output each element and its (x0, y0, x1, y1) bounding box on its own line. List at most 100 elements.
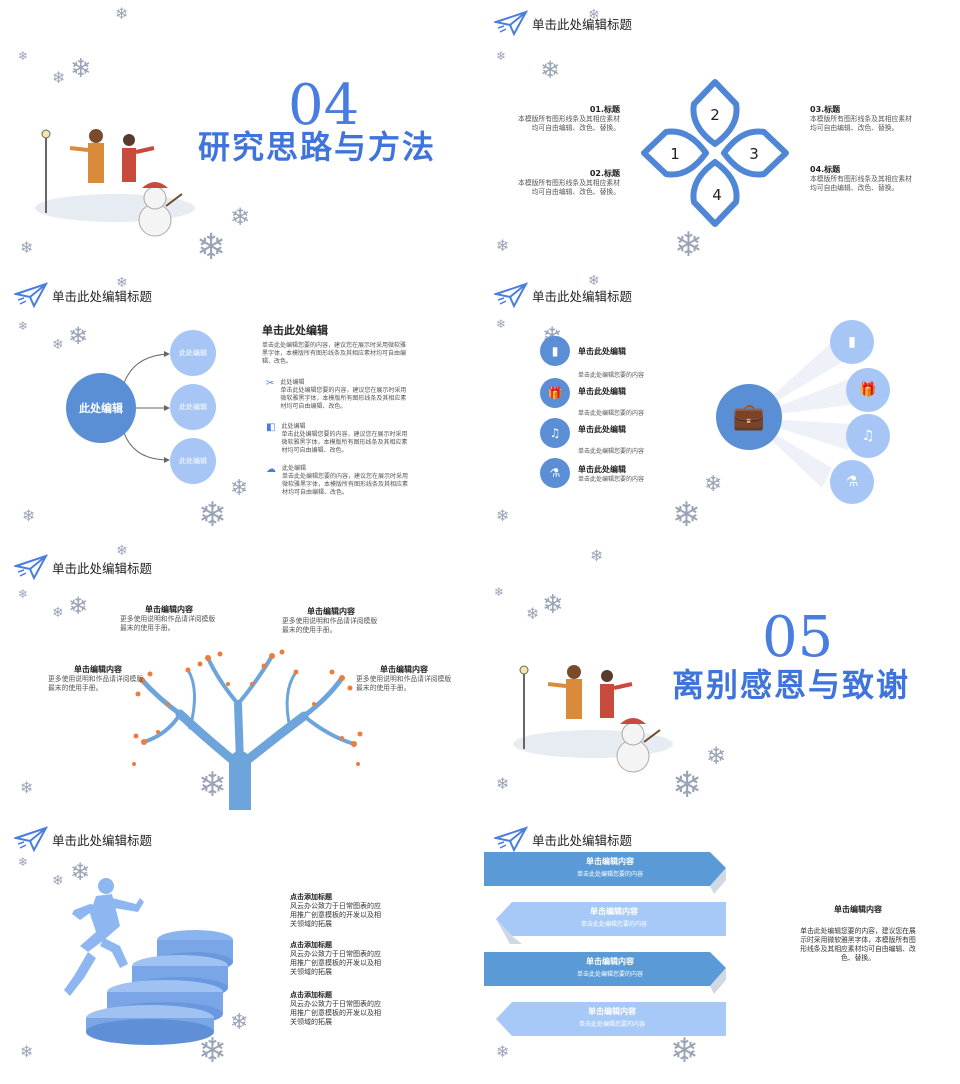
snowflake-icon: ❄ (494, 585, 505, 599)
note-title: 点击添加标题 (290, 941, 332, 949)
icon-list-item[interactable]: 单击此处编辑 单击此处编辑您要的内容 (578, 424, 698, 456)
stairs-note[interactable]: 点击添加标题 风云办公致力于日常图表的应用推广创意模板的开发以及相关领域的拓展 (290, 892, 384, 929)
petal-item[interactable]: 02.标题 本模版所有图形线条及其相应素材均可自由编辑、改色、替换。 (518, 168, 620, 197)
music-icon[interactable]: ♫ (846, 414, 890, 458)
slide-section-04[interactable]: ❄ ❄ ❄ ❄ ❄ ❄ ❄ 04 研究思路与方法 (0, 0, 474, 266)
slide-header: 单击此处编辑标题 (14, 826, 152, 852)
snowflake-icon: ❄ (68, 322, 89, 350)
snowflake-icon: ❄ (496, 506, 510, 525)
snowflake-icon: ❄ (672, 765, 703, 806)
item-title: 此处编辑 (282, 465, 307, 472)
ribbon-side-panel[interactable]: 单击编辑内容 单击此处编辑您要的内容，建议您在展示时采用微软雅黑字体，本模版所有… (798, 904, 918, 963)
tree-note[interactable]: 单击编辑内容 更多使用说明和作品请详阅模版最末的使用手册。 (48, 664, 148, 693)
briefcase-icon[interactable]: 💼 (716, 384, 782, 450)
snowflake-icon: ❄ (52, 873, 64, 889)
gift-icon[interactable]: 🎁 (846, 368, 890, 412)
petal-item-title: 02.标题 (589, 169, 620, 178)
snowflake-icon: ❄ (198, 1031, 227, 1071)
mindmap-item[interactable]: ◧ 此处编辑 单击此处编辑您要的内容，建议您在展示时采用微软雅黑字体，本模版所有… (266, 422, 410, 455)
item-title: 单击此处编辑 (578, 347, 626, 356)
item-text: 单击此处编辑您要的内容，建议您在展示时采用微软雅黑字体，本模版所有图形线条及其相… (281, 431, 408, 454)
snowflake-icon: ❄ (18, 319, 29, 333)
petal-item[interactable]: 03.标题 本模版所有图形线条及其相应素材均可自由编辑、改色、替换。 (810, 104, 914, 133)
snowflake-icon: ❄ (68, 592, 89, 620)
snowflake-icon: ❄ (496, 317, 507, 331)
mindmap-node[interactable]: 此处编辑 (170, 438, 216, 484)
slide-title[interactable]: 单击此处编辑标题 (52, 288, 153, 304)
note-title: 单击编辑内容 (307, 607, 355, 616)
ribbon-item[interactable]: 单击编辑内容 单击此处编辑您要的内容 (540, 856, 680, 878)
snowflake-icon: ❄ (542, 590, 564, 620)
slide-tree[interactable]: 单击此处编辑标题 ❄ ❄ ❄ ❄ ❄ ❄ (0, 544, 474, 810)
slide-title[interactable]: 单击此处编辑标题 (52, 560, 153, 576)
snowflake-icon: ❄ (20, 238, 34, 257)
ribbon-item[interactable]: 单击编辑内容 单击此处编辑您要的内容 (544, 906, 684, 928)
paper-plane-icon (14, 826, 48, 852)
item-title: 此处编辑 (281, 423, 306, 430)
winter-couple-illustration (513, 665, 673, 773)
petal-number-2: 2 (710, 106, 720, 124)
petal-item[interactable]: 04.标题 本模版所有图形线条及其相应素材均可自由编辑、改色、替换。 (810, 164, 914, 193)
tree-note[interactable]: 单击编辑内容 更多使用说明和作品请详阅模版最末的使用手册。 (356, 664, 452, 693)
slide-header: 单击此处编辑标题 (494, 826, 632, 852)
slide-title[interactable]: 单击此处编辑标题 (532, 832, 633, 848)
section-title: 研究思路与方法 (198, 128, 437, 166)
flask-icon: ⚗ (540, 458, 570, 488)
mindmap-center-node[interactable]: 此处编辑 (66, 373, 136, 443)
ribbon-text: 单击此处编辑您要的内容 (576, 971, 643, 978)
item-text: 单击此处编辑您要的内容 (578, 372, 645, 379)
panel-intro: 单击此处编辑您要的内容，建议您在展示时采用微软雅黑字体，本模版所有图形线条及其相… (262, 342, 407, 365)
snowflake-icon: ❄ (196, 227, 227, 266)
slide-iconlist[interactable]: 单击此处编辑标题 ❄ ❄ ❄ ❄ ❄ ❄ ▮ 🎁 ♫ ⚗ 单击此处编辑 单击此处… (480, 272, 954, 538)
petal-item[interactable]: 01.标题 本模版所有图形线条及其相应素材均可自由编辑、改色、替换。 (518, 104, 620, 133)
four-petal-diagram: 2 1 3 4 (641, 79, 789, 227)
ribbon-item[interactable]: 单击编辑内容 单击此处编辑您要的内容 (542, 1006, 682, 1028)
snowflake-icon: ❄ (230, 203, 251, 231)
icon-list-item[interactable]: 单击此处编辑 单击此处编辑您要的内容 (578, 464, 698, 484)
flask-icon[interactable]: ⚗ (830, 460, 874, 504)
snowflake-icon: ❄ (496, 49, 507, 63)
note-text: 更多使用说明和作品请详阅模版最末的使用手册。 (48, 675, 144, 692)
side-text: 单击此处编辑您要的内容，建议您在展示时采用微软雅黑字体，本模版所有图形线条及其相… (800, 927, 916, 962)
section-title: 离别感恩与致谢 (672, 666, 911, 704)
petal-item-text: 本模版所有图形线条及其相应素材均可自由编辑、改色、替换。 (810, 115, 912, 132)
slide-section-05[interactable]: ❄ ❄ ❄ ❄ ❄ ❄ ❄ 05 离别感恩与致谢 (480, 544, 954, 810)
side-title: 单击编辑内容 (834, 905, 882, 914)
item-title: 此处编辑 (280, 379, 305, 386)
ribbon-title: 单击编辑内容 (586, 857, 634, 866)
snowflake-icon: ❄ (672, 495, 701, 535)
tools-icon: ✂ (266, 378, 275, 389)
icon-list-item[interactable]: 单击此处编辑 单击此处编辑您要的内容 (578, 386, 698, 418)
snowflake-icon: ❄ (20, 1042, 34, 1061)
tree-note[interactable]: 单击编辑内容 更多使用说明和作品请详阅模版最末的使用手册。 (120, 604, 218, 633)
tree-illustration (132, 649, 363, 810)
stairs-note[interactable]: 点击添加标题 风云办公致力于日常图表的应用推广创意模板的开发以及相关领域的拓展 (290, 990, 384, 1027)
signal-icon[interactable]: ▮ (830, 320, 874, 364)
tree-note[interactable]: 单击编辑内容 更多使用说明和作品请详阅模版最末的使用手册。 (282, 606, 380, 635)
slide-title[interactable]: 单击此处编辑标题 (532, 16, 633, 32)
item-text: 单击此处编辑您要的内容，建议您在展示时采用微软雅黑字体，本模版所有图形线条及其相… (282, 473, 409, 496)
snowflake-icon: ❄ (230, 476, 249, 501)
snowflake-icon: ❄ (588, 7, 600, 23)
slide-title[interactable]: 单击此处编辑标题 (532, 288, 633, 304)
slide-petals[interactable]: 单击此处编辑标题 ❄ ❄ ❄ ❄ ❄ 2 1 3 4 01.标题 本模版所有图形… (480, 0, 954, 266)
snowflake-icon: ❄ (704, 472, 723, 497)
mindmap-item[interactable]: ✂ 此处编辑 单击此处编辑您要的内容，建议您在展示时采用微软雅黑字体，本模版所有… (266, 378, 410, 411)
snowflake-icon: ❄ (115, 4, 129, 23)
slide-stairs[interactable]: 单击此处编辑标题 ❄ ❄ ❄ ❄ ❄ ❄ 点击添 (0, 816, 474, 1082)
snowflake-icon: ❄ (496, 774, 510, 793)
ribbon-diagram (484, 852, 726, 1036)
snowflake-icon: ❄ (18, 49, 29, 63)
icon-list-item[interactable]: 单击此处编辑 单击此处编辑您要的内容 (578, 346, 698, 380)
stairs-note[interactable]: 点击添加标题 风云办公致力于日常图表的应用推广创意模板的开发以及相关领域的拓展 (290, 940, 384, 977)
slide-title[interactable]: 单击此处编辑标题 (52, 832, 153, 848)
slide-ribbons[interactable]: 单击此处编辑标题 ❄ ❄ ❄ 单击编辑内容 单击此处编辑您要的内容 单击编辑内容… (480, 816, 954, 1082)
snowflake-icon: ❄ (496, 1042, 510, 1061)
mindmap-node[interactable]: 此处编辑 (170, 384, 216, 430)
mindmap-item[interactable]: ☁ 此处编辑 单击此处编辑您要的内容，建议您在展示时采用微软雅黑字体，本模版所有… (266, 464, 410, 497)
ribbon-item[interactable]: 单击编辑内容 单击此处编辑您要的内容 (540, 956, 680, 978)
panel-heading: 单击此处编辑 (262, 324, 328, 337)
slide-mindmap[interactable]: 单击此处编辑标题 ❄ ❄ ❄ ❄ ❄ ❄ ❄ 此处编辑 此处编辑 此处编辑 此处… (0, 272, 474, 538)
mindmap-node[interactable]: 此处编辑 (170, 330, 216, 376)
snowflake-icon: ❄ (70, 858, 91, 886)
